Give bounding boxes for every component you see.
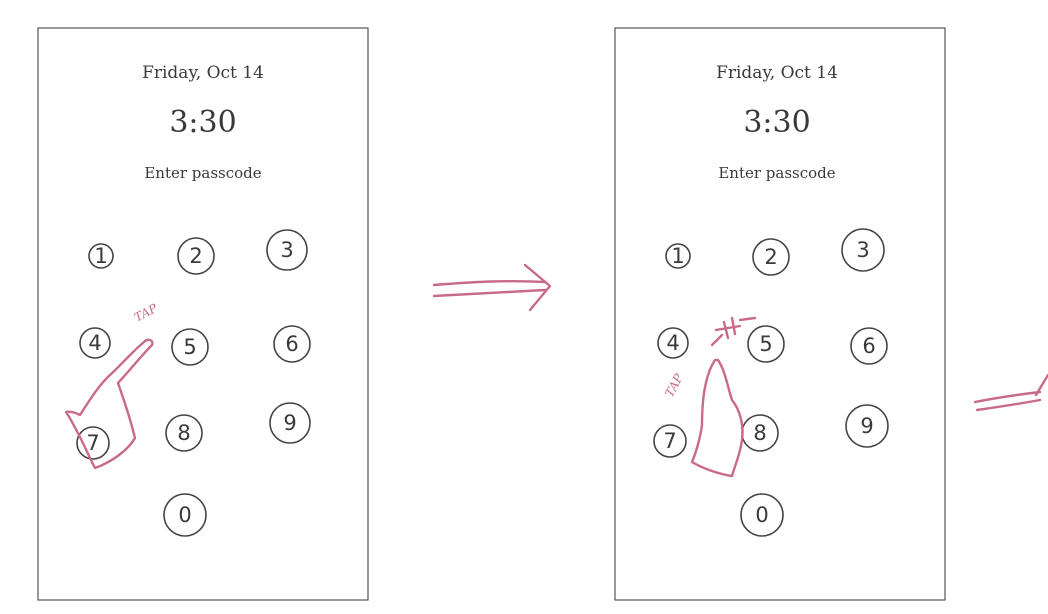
keypad-2: 1 2 3 4 5 6 7 8 9 0 bbox=[653, 228, 889, 537]
key-1[interactable]: 1 bbox=[88, 243, 114, 269]
pressing-finger-icon-2 bbox=[690, 358, 744, 478]
key-0[interactable]: 0 bbox=[163, 493, 207, 537]
key-2[interactable]: 2 bbox=[177, 237, 215, 275]
key-7[interactable]: 7 bbox=[653, 424, 687, 458]
key-1-label: 1 bbox=[94, 244, 107, 268]
pointing-hand-icon-1 bbox=[64, 338, 154, 470]
date-label-2: Friday, Oct 14 bbox=[716, 63, 838, 83]
date-label-1: Friday, Oct 14 bbox=[142, 63, 264, 83]
key-9-label: 9 bbox=[860, 414, 873, 438]
key-3-label: 3 bbox=[280, 238, 293, 262]
transition-arrow-icon-2 bbox=[973, 373, 1048, 412]
key-7-label: 7 bbox=[86, 431, 99, 455]
prompt-label-1: Enter passcode bbox=[144, 164, 261, 182]
key-7-label: 7 bbox=[663, 429, 676, 453]
key-0-label: 0 bbox=[755, 503, 768, 527]
key-2-label: 2 bbox=[189, 244, 202, 268]
key-3[interactable]: 3 bbox=[841, 228, 885, 272]
key-3[interactable]: 3 bbox=[266, 229, 308, 271]
key-8[interactable]: 8 bbox=[165, 414, 203, 452]
phone-screen-1: Friday, Oct 14 3:30 Enter passcode 1 2 3… bbox=[37, 27, 369, 601]
prompt-label-2: Enter passcode bbox=[718, 164, 835, 182]
phone-screen-2: Friday, Oct 14 3:30 Enter passcode 1 2 3… bbox=[614, 27, 946, 601]
key-5-label: 5 bbox=[183, 335, 196, 359]
time-label-1: 3:30 bbox=[169, 105, 236, 140]
key-5-label: 5 bbox=[759, 332, 772, 356]
key-3-label: 3 bbox=[856, 238, 869, 262]
key-1[interactable]: 1 bbox=[665, 243, 691, 269]
key-4[interactable]: 4 bbox=[79, 327, 111, 359]
key-5[interactable]: 5 bbox=[747, 325, 785, 363]
time-label-2: 3:30 bbox=[743, 105, 810, 140]
keypad-1: 1 2 3 4 5 6 7 8 9 0 bbox=[76, 229, 311, 537]
transition-arrow-icon-1 bbox=[432, 263, 552, 312]
key-8-label: 8 bbox=[753, 421, 766, 445]
key-9-label: 9 bbox=[283, 411, 296, 435]
key-9[interactable]: 9 bbox=[269, 402, 311, 444]
key-6-label: 6 bbox=[285, 332, 298, 356]
key-2[interactable]: 2 bbox=[752, 238, 790, 276]
press-indicator-icon-2 bbox=[714, 316, 757, 340]
key-7[interactable]: 7 bbox=[76, 426, 110, 460]
key-2-label: 2 bbox=[764, 245, 777, 269]
key-1-label: 1 bbox=[671, 244, 684, 268]
key-9[interactable]: 9 bbox=[845, 404, 889, 448]
key-4-label: 4 bbox=[666, 331, 679, 355]
key-6-label: 6 bbox=[862, 334, 875, 358]
key-4-label: 4 bbox=[88, 331, 101, 355]
key-6[interactable]: 6 bbox=[850, 327, 888, 365]
key-4[interactable]: 4 bbox=[657, 327, 689, 359]
key-6[interactable]: 6 bbox=[273, 325, 311, 363]
key-8-label: 8 bbox=[177, 421, 190, 445]
key-0[interactable]: 0 bbox=[740, 493, 784, 537]
key-5[interactable]: 5 bbox=[171, 328, 209, 366]
key-0-label: 0 bbox=[178, 503, 191, 527]
